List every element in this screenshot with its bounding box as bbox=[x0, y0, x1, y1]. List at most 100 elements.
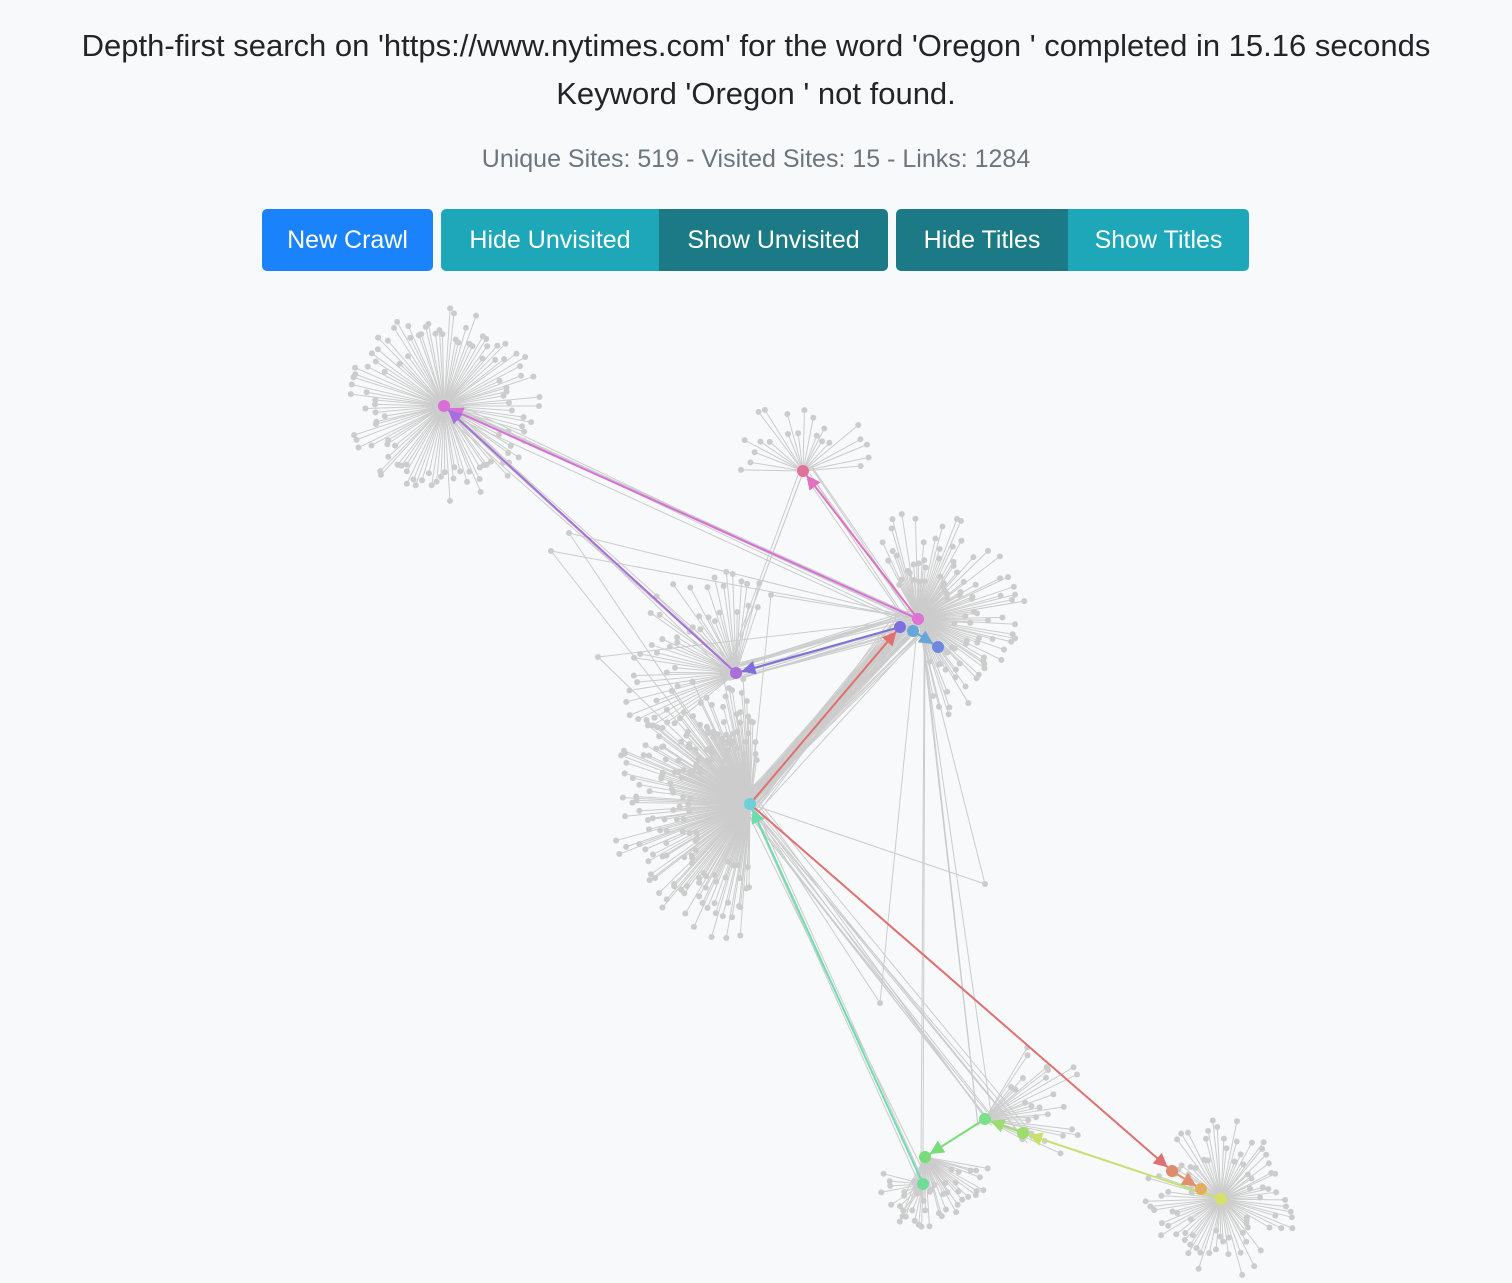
unvisited-node bbox=[1185, 1250, 1192, 1257]
unvisited-node bbox=[703, 694, 710, 701]
unvisited-node bbox=[352, 371, 359, 378]
unvisited-node bbox=[657, 827, 664, 834]
unvisited-node bbox=[368, 442, 375, 449]
unvisited-node bbox=[690, 713, 697, 720]
unvisited-link bbox=[1207, 1160, 1222, 1200]
unvisited-node bbox=[1257, 1194, 1264, 1201]
unvisited-link bbox=[1220, 1198, 1282, 1229]
crawl-summary-line: Depth-first search on 'https://www.nytim… bbox=[81, 28, 1431, 63]
unvisited-node bbox=[1012, 621, 1019, 628]
unvisited-node bbox=[653, 745, 660, 752]
unvisited-node bbox=[747, 459, 754, 466]
unvisited-node bbox=[670, 807, 677, 814]
unvisited-node bbox=[965, 700, 972, 707]
unvisited-link bbox=[637, 672, 737, 683]
unvisited-node bbox=[1074, 1071, 1081, 1078]
unvisited-link bbox=[351, 384, 445, 407]
unvisited-link bbox=[917, 520, 962, 620]
unvisited-node bbox=[725, 747, 732, 754]
unvisited-node bbox=[1237, 1249, 1244, 1256]
unvisited-link bbox=[443, 353, 517, 407]
unvisited-node bbox=[1204, 1157, 1211, 1164]
unvisited-link bbox=[443, 345, 498, 407]
unvisited-link bbox=[917, 599, 1013, 620]
unvisited-link bbox=[740, 610, 910, 806]
unvisited-link bbox=[921, 627, 979, 1127]
unvisited-link bbox=[353, 405, 445, 436]
unvisited-node bbox=[1005, 574, 1012, 581]
unvisited-node bbox=[972, 1192, 979, 1199]
unvisited-node bbox=[522, 354, 529, 361]
unvisited-node bbox=[877, 1000, 883, 1006]
show-unvisited-button[interactable]: Show Unvisited bbox=[659, 209, 888, 271]
unvisited-node bbox=[371, 401, 378, 408]
unvisited-node bbox=[1233, 1138, 1240, 1145]
unvisited-link bbox=[676, 636, 737, 674]
graph-unvisited-nodes bbox=[347, 305, 1296, 1278]
hide-unvisited-button[interactable]: Hide Unvisited bbox=[441, 209, 659, 271]
unvisited-node bbox=[492, 356, 499, 363]
hide-titles-button[interactable]: Hide Titles bbox=[896, 209, 1068, 271]
unvisited-link bbox=[984, 1106, 1040, 1120]
unvisited-node bbox=[696, 879, 703, 886]
unvisited-link bbox=[443, 396, 540, 407]
unvisited-link bbox=[1180, 1133, 1222, 1200]
unvisited-node bbox=[921, 578, 928, 585]
unvisited-node bbox=[477, 488, 484, 495]
unvisited-node bbox=[501, 356, 508, 363]
unvisited-link bbox=[350, 393, 445, 407]
unvisited-node bbox=[734, 608, 741, 615]
unvisited-node bbox=[953, 1209, 960, 1216]
unvisited-link bbox=[371, 405, 445, 446]
crawl-graph[interactable] bbox=[0, 280, 1512, 1283]
new-crawl-button[interactable]: New Crawl bbox=[262, 209, 433, 271]
unvisited-node bbox=[942, 666, 949, 673]
unvisited-node bbox=[650, 851, 657, 858]
unvisited-node bbox=[1265, 1160, 1272, 1167]
unvisited-node bbox=[1243, 1238, 1250, 1245]
unvisited-link bbox=[633, 672, 737, 677]
unvisited-node bbox=[653, 649, 660, 656]
unvisited-node bbox=[981, 665, 988, 672]
unvisited-node bbox=[507, 442, 514, 449]
show-titles-button[interactable]: Show Titles bbox=[1068, 209, 1249, 271]
unvisited-node bbox=[935, 703, 942, 710]
unvisited-node bbox=[517, 363, 524, 370]
unvisited-link bbox=[740, 611, 914, 667]
unvisited-link bbox=[1154, 1198, 1222, 1211]
unvisited-node bbox=[1147, 1203, 1154, 1210]
unvisited-link bbox=[443, 405, 451, 501]
unvisited-link bbox=[666, 803, 751, 900]
visited-node bbox=[979, 1113, 991, 1125]
unvisited-node bbox=[984, 1165, 991, 1172]
unvisited-node bbox=[711, 871, 718, 878]
unvisited-node bbox=[912, 515, 919, 522]
unvisited-node bbox=[942, 1206, 949, 1213]
unvisited-node bbox=[719, 765, 726, 772]
unvisited-node bbox=[939, 523, 946, 530]
unvisited-link bbox=[672, 583, 737, 674]
unvisited-node bbox=[644, 816, 651, 823]
unvisited-node bbox=[484, 343, 491, 350]
unvisited-node bbox=[948, 644, 955, 651]
unvisited-link bbox=[629, 672, 737, 716]
unvisited-node bbox=[724, 765, 731, 772]
unvisited-node bbox=[1059, 1132, 1066, 1139]
unvisited-link bbox=[741, 469, 804, 472]
unvisited-node bbox=[536, 394, 543, 401]
unvisited-link bbox=[1220, 1198, 1293, 1218]
unvisited-node bbox=[720, 718, 727, 725]
unvisited-link bbox=[901, 514, 919, 620]
unvisited-link bbox=[1220, 1148, 1227, 1200]
unvisited-node bbox=[364, 363, 371, 370]
unvisited-node bbox=[741, 750, 748, 757]
unvisited-node bbox=[936, 555, 943, 562]
unvisited-node bbox=[1273, 1189, 1280, 1196]
unvisited-node bbox=[622, 813, 629, 820]
unvisited-node bbox=[952, 666, 959, 673]
unvisited-node bbox=[898, 576, 905, 583]
unvisited-node bbox=[636, 781, 643, 788]
unvisited-node bbox=[744, 863, 751, 870]
unvisited-link bbox=[431, 405, 445, 486]
unvisited-node bbox=[515, 454, 522, 461]
